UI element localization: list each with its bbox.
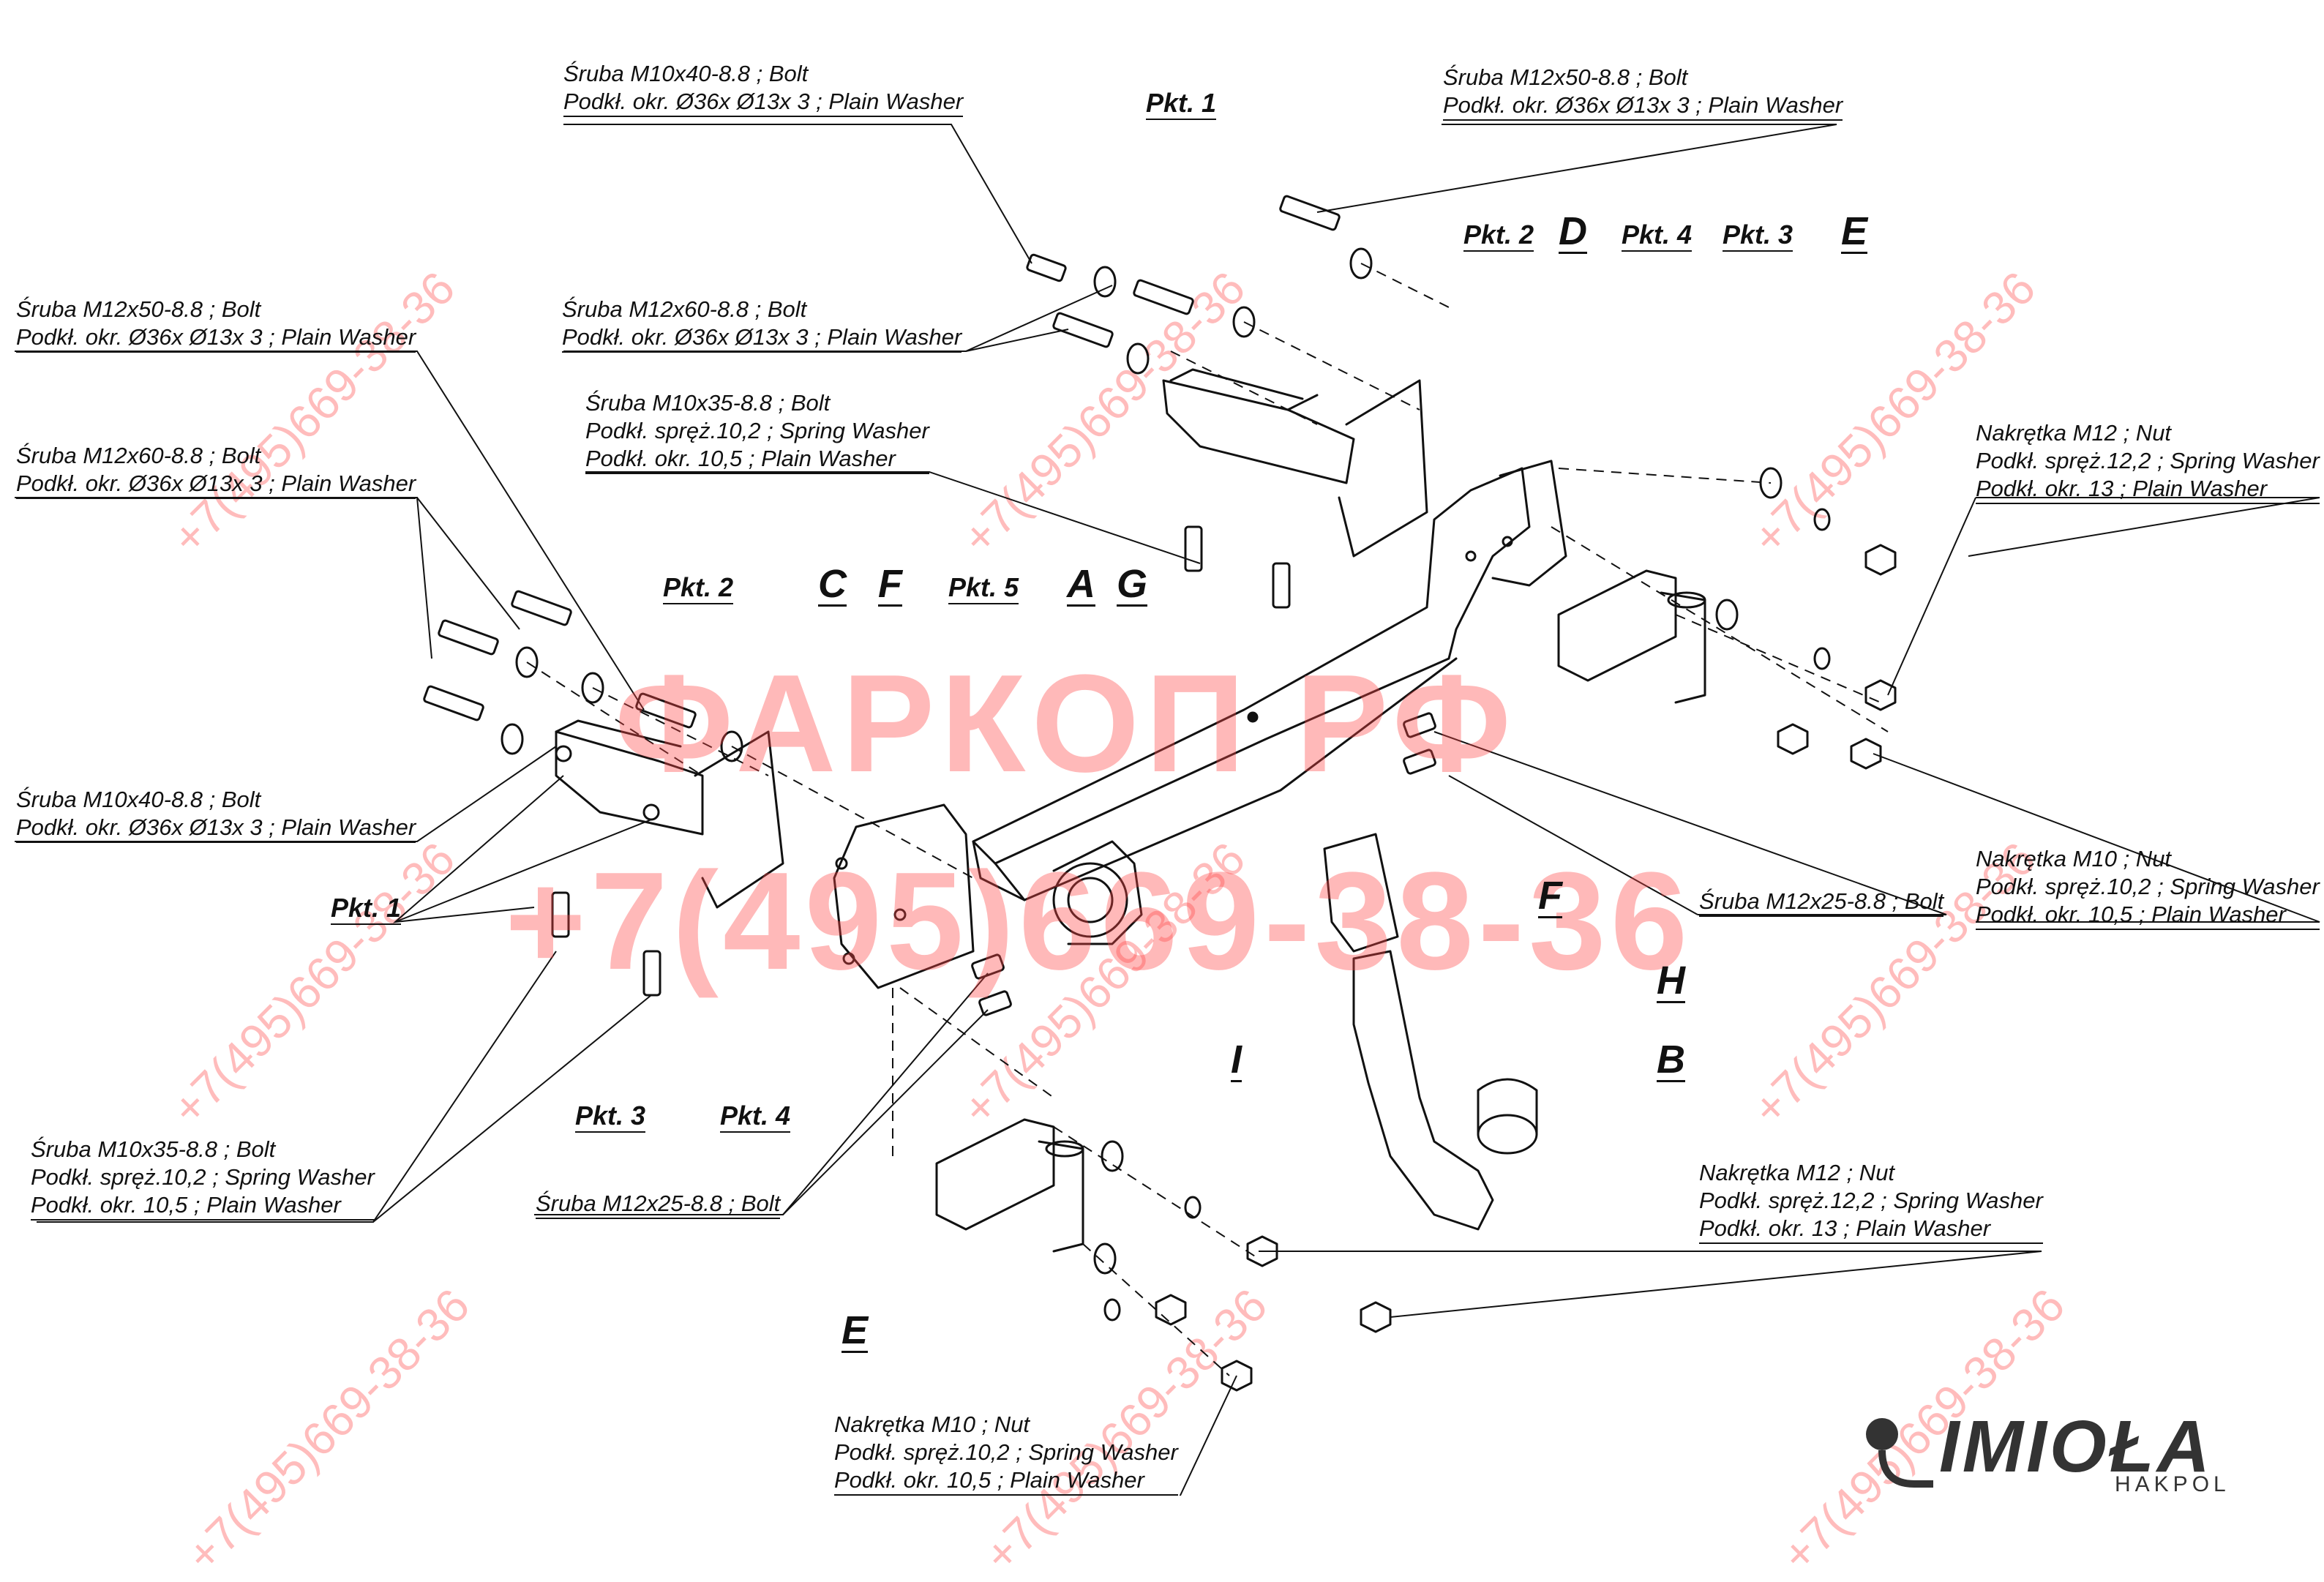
part-letter: C [818, 562, 847, 607]
note-line: Śruba M10x35-8.8 ; Bolt [585, 390, 831, 416]
part-note: Śruba M10x40-8.8 ; Bolt Podkł. okr. Ø36x… [16, 786, 416, 843]
note-line: Śruba M10x40-8.8 ; Bolt [563, 61, 809, 86]
socket-plate [1052, 840, 1143, 945]
note-line: Śruba M12x25-8.8 ; Bolt [1699, 888, 1944, 917]
pkt-label: Pkt. 1 [1146, 88, 1217, 120]
note-line: Podkł. okr. 13 ; Plain Washer [1976, 475, 2320, 504]
cross-beam [972, 460, 1567, 901]
note-line: Śruba M10x40-8.8 ; Bolt [16, 787, 261, 812]
part-letter: E [1841, 209, 1868, 254]
part-note: Nakrętka M10 ; Nut Podkł. spręż.10,2 ; S… [1976, 845, 2320, 930]
logo-subtitle: HAKPOL [2115, 1472, 2230, 1496]
part-letter: F [878, 562, 902, 607]
note-line: Podkł. okr. Ø36x Ø13x 3 ; Plain Washer [562, 323, 962, 353]
note-line: Śruba M12x25-8.8 ; Bolt [536, 1190, 781, 1219]
pkt-label: Pkt. 3 [1723, 220, 1793, 252]
part-note: Śruba M10x35-8.8 ; Bolt Podkł. spręż.10,… [31, 1136, 375, 1221]
note-line: Podkł. spręż.10,2 ; Spring Washer [585, 418, 929, 443]
right-bracket-e [1557, 569, 1706, 704]
part-letter: I [1231, 1038, 1242, 1082]
note-line: Podkł. okr. Ø36x Ø13x 3 ; Plain Washer [16, 323, 416, 353]
pkt-label: Pkt. 3 [575, 1101, 646, 1133]
note-line: Śruba M12x50-8.8 ; Bolt [16, 296, 261, 322]
note-line: Podkł. spręż.12,2 ; Spring Washer [1976, 448, 2320, 473]
pkt-label: Pkt. 5 [948, 572, 1019, 604]
upper-side-bracket [1162, 368, 1428, 558]
note-line: Nakrętka M10 ; Nut [1976, 846, 2172, 871]
logo-wordmark: IMIOŁA [1939, 1406, 2213, 1488]
part-note: Śruba M12x25-8.8 ; Bolt [536, 1190, 781, 1219]
part-letter: B [1657, 1038, 1685, 1082]
note-line: Podkł. okr. 10,5 ; Plain Washer [1976, 901, 2320, 930]
left-mount-plate [833, 803, 975, 989]
pkt-label: Pkt. 1 [331, 893, 402, 925]
part-letter: F [1538, 874, 1562, 918]
fasteners [423, 195, 1897, 1392]
note-line: Śruba M12x50-8.8 ; Bolt [1443, 64, 1688, 90]
watermark-phone-large: +7(495)669-38-36 [505, 844, 1693, 999]
note-line: Podkł. okr. 13 ; Plain Washer [1699, 1215, 2043, 1244]
note-line: Podkł. okr. Ø36x Ø13x 3 ; Plain Washer [1443, 91, 1843, 121]
manufacturer-logo: IMIOŁA HAKPOL [1851, 1405, 2261, 1496]
note-line: Podkł. okr. 10,5 ; Plain Washer [585, 445, 929, 474]
part-note: Śruba M12x25-8.8 ; Bolt [1699, 888, 1944, 917]
note-line: Śruba M10x35-8.8 ; Bolt [31, 1136, 276, 1162]
pkt-label: Pkt. 4 [1622, 220, 1693, 252]
note-line: Śruba M12x60-8.8 ; Bolt [16, 443, 261, 468]
part-letter: G [1117, 562, 1148, 607]
part-letter: A [1067, 562, 1095, 607]
note-line: Śruba M12x60-8.8 ; Bolt [562, 296, 807, 322]
note-line: Nakrętka M12 ; Nut [1699, 1160, 1895, 1185]
part-note: Śruba M12x50-8.8 ; Bolt Podkł. okr. Ø36x… [1443, 64, 1843, 121]
note-line: Podkł. okr. 10,5 ; Plain Washer [834, 1466, 1178, 1496]
part-note: Śruba M12x60-8.8 ; Bolt Podkł. okr. Ø36x… [562, 296, 962, 353]
lower-side-bracket [555, 719, 784, 909]
tow-ball-arm [1323, 833, 1538, 1231]
note-line: Nakrętka M10 ; Nut [834, 1412, 1030, 1437]
part-note: Nakrętka M10 ; Nut Podkł. spręż.10,2 ; S… [834, 1411, 1178, 1496]
part-note: Śruba M10x35-8.8 ; Bolt Podkł. spręż.10,… [585, 389, 929, 474]
note-line: Podkł. spręż.10,2 ; Spring Washer [834, 1439, 1178, 1465]
part-note: Śruba M12x60-8.8 ; Bolt Podkł. okr. Ø36x… [16, 442, 416, 499]
part-note: Śruba M12x50-8.8 ; Bolt Podkł. okr. Ø36x… [16, 296, 416, 353]
assembly-drawing: +7(495)669-38-36 +7(495)669-38-36 +7(495… [15, 60, 2320, 1582]
pkt-label: Pkt. 2 [663, 572, 734, 604]
towbar-exploded-view [15, 124, 2320, 1496]
note-line: Podkł. spręż.12,2 ; Spring Washer [1699, 1188, 2043, 1213]
pkt-label: Pkt. 4 [720, 1101, 791, 1133]
note-line: Podkł. okr. Ø36x Ø13x 3 ; Plain Washer [16, 814, 416, 843]
watermark-brand: ФАРКОП РФ [615, 646, 1517, 801]
part-letter: E [841, 1308, 869, 1353]
pkt-label: Pkt. 2 [1463, 220, 1534, 252]
part-note: Nakrętka M12 ; Nut Podkł. spręż.12,2 ; S… [1976, 419, 2320, 504]
tow-hook-logo-icon [1866, 1418, 1933, 1488]
note-line: Podkł. spręż.10,2 ; Spring Washer [1976, 874, 2320, 899]
note-line: Nakrętka M12 ; Nut [1976, 420, 2172, 446]
part-note: Nakrętka M12 ; Nut Podkł. spręż.12,2 ; S… [1699, 1159, 2043, 1244]
note-line: Podkł. okr. 10,5 ; Plain Washer [31, 1191, 375, 1221]
note-line: Podkł. spręż.10,2 ; Spring Washer [31, 1164, 375, 1190]
part-letter: H [1657, 959, 1685, 1003]
note-line: Podkł. okr. Ø36x Ø13x 3 ; Plain Washer [16, 470, 416, 499]
lower-bracket-e [935, 1118, 1084, 1253]
part-note: Śruba M10x40-8.8 ; Bolt Podkł. okr. Ø36x… [563, 60, 964, 117]
note-line: Podkł. okr. Ø36x Ø13x 3 ; Plain Washer [563, 88, 964, 117]
part-letter: D [1559, 209, 1587, 254]
